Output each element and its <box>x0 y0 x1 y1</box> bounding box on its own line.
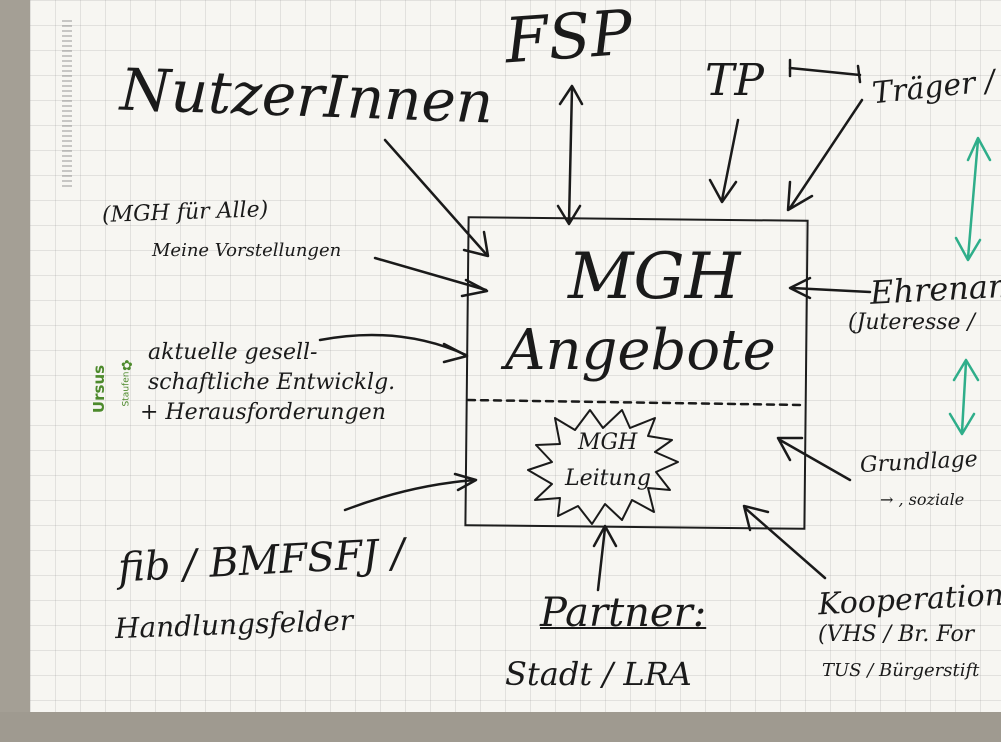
inner-leitung-label: Leitung <box>565 466 651 491</box>
kooperation-arrow <box>743 506 827 580</box>
kooperation-line2: (VHS / Br. For <box>818 622 975 647</box>
inner-mgh-label: MGH <box>578 430 638 455</box>
vorstellungen-arrow <box>373 256 488 292</box>
wall-background-left <box>0 0 30 742</box>
ehrenamt-line2: (Juteresse / <box>848 310 975 335</box>
aktuelle-line3: + Herausforderungen <box>140 400 386 425</box>
fsp-label: FSP <box>502 0 635 78</box>
tp-arrow <box>720 118 740 202</box>
kooperation-line3: TUS / Bürgerstift <box>822 660 980 681</box>
traeger-arrow <box>788 98 864 210</box>
fsp-double-arrow <box>567 86 574 224</box>
stadt-label: Stadt / LRA <box>505 655 692 693</box>
bear-icon: ✿ <box>121 358 133 374</box>
ehrenamt-arrow <box>790 286 872 294</box>
leitung-starburst <box>527 409 679 525</box>
printed-footnote-text <box>62 20 72 190</box>
box-title: MGH <box>568 240 741 314</box>
nutzer-label: NutzerInnen <box>118 55 495 137</box>
box-divider-dashed <box>466 398 805 407</box>
teal-double-arrow-upper <box>966 138 980 260</box>
ehrenamt-line1: Ehrenam <box>869 266 1001 312</box>
box-subtitle: Angebote <box>505 318 776 383</box>
partner-label: Partner: <box>540 590 707 636</box>
grundlage-arrow <box>778 438 852 482</box>
teal-double-arrow-lower <box>960 360 968 434</box>
wall-background-bottom <box>0 712 1001 742</box>
tp-label: TP <box>705 55 764 106</box>
vorstellungen-label: Meine Vorstellungen <box>152 240 342 261</box>
nutzer-arrow <box>383 138 488 256</box>
flipchart-paper <box>30 0 1001 712</box>
fib-arrow <box>343 478 477 512</box>
aktuelle-line2: schaftliche Entwicklg. <box>148 370 396 395</box>
partner-arrow <box>596 526 607 592</box>
ursus-logo: ✿ Ursus Staufen <box>90 350 135 440</box>
grundlage-line2: → , soziale <box>880 490 965 509</box>
aktuelle-line1: aktuelle gesell- <box>148 340 318 365</box>
tp-traeger-connector <box>788 66 862 77</box>
